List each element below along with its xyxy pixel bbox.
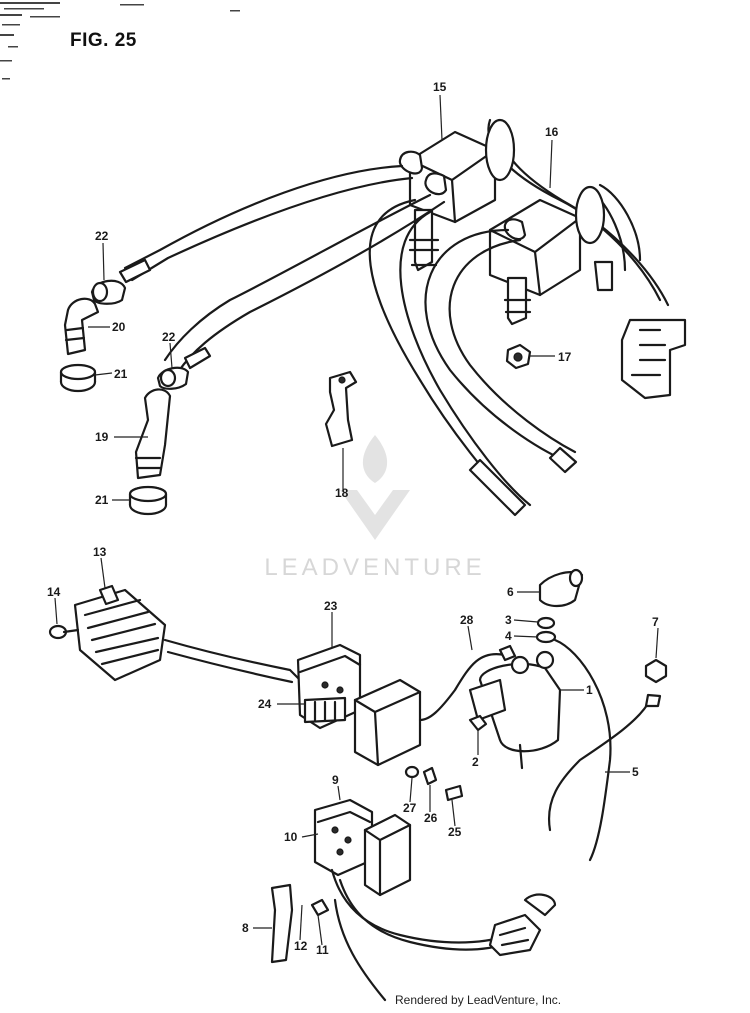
ignition-coil-15 xyxy=(398,130,497,272)
nut-3 xyxy=(536,616,556,630)
coil-connector xyxy=(620,318,687,400)
nut-7 xyxy=(644,658,668,684)
lead-wire-5 xyxy=(547,638,662,862)
callout-22-lower: 22 xyxy=(162,330,176,344)
plug-boot-20 xyxy=(63,297,100,356)
callout-22-upper: 22 xyxy=(95,229,109,243)
regulator-13 xyxy=(73,584,302,684)
callout-23: 23 xyxy=(324,599,338,613)
callout-10: 10 xyxy=(284,830,298,844)
connector-24 xyxy=(303,696,347,724)
leadventure-watermark: LEADVENTURE xyxy=(264,435,485,581)
nut-17 xyxy=(505,343,532,370)
callout-numbers: 15 16 22 20 21 22 19 21 17 18 13 14 23 2… xyxy=(47,80,659,957)
callout-3: 3 xyxy=(505,613,512,627)
bracket-8 xyxy=(270,883,294,964)
lead-wire-28 xyxy=(418,644,517,722)
callout-26: 26 xyxy=(424,811,438,825)
callout-16: 16 xyxy=(545,125,559,139)
callout-1: 1 xyxy=(586,683,593,697)
callout-19: 19 xyxy=(95,430,109,444)
callout-12: 12 xyxy=(294,939,308,953)
callout-4: 4 xyxy=(505,629,512,643)
figure-title: FIG. 25 xyxy=(70,30,137,51)
callout-14: 14 xyxy=(47,585,61,599)
callout-2: 2 xyxy=(472,755,479,769)
callout-17: 17 xyxy=(558,350,572,364)
bolt-11 xyxy=(310,898,330,917)
callout-6: 6 xyxy=(507,585,514,599)
callout-7: 7 xyxy=(652,615,659,629)
plug-cap-22-lower xyxy=(156,346,212,390)
callout-20: 20 xyxy=(112,320,126,334)
callout-leaders xyxy=(54,94,659,946)
washer-4 xyxy=(535,630,557,644)
starter-relay-box xyxy=(353,678,422,767)
bracket-18 xyxy=(324,370,358,448)
callout-11: 11 xyxy=(316,943,329,957)
callout-5: 5 xyxy=(632,765,639,779)
callout-25: 25 xyxy=(448,825,462,839)
terminal-cover-6 xyxy=(538,568,584,608)
callout-21-lower: 21 xyxy=(95,493,109,507)
plug-boot-19 xyxy=(134,388,172,480)
callout-15: 15 xyxy=(433,80,447,94)
callout-13: 13 xyxy=(93,545,107,559)
high-tension-leads xyxy=(123,118,670,517)
callout-24: 24 xyxy=(258,697,272,711)
control-unit xyxy=(363,813,412,897)
small-parts-25-27 xyxy=(404,765,464,802)
starter-solenoid-1 xyxy=(468,650,562,770)
callout-8: 8 xyxy=(242,921,249,935)
bolt-14 xyxy=(48,624,80,640)
rectifier-9 xyxy=(313,798,374,877)
bolt-2 xyxy=(468,714,488,732)
plug-cap-22-upper xyxy=(90,258,152,305)
flame-logo-icon xyxy=(362,435,388,483)
wiring-harness xyxy=(330,868,557,1002)
callout-27: 27 xyxy=(403,801,417,815)
callout-9: 9 xyxy=(332,773,339,787)
callout-18: 18 xyxy=(335,486,349,500)
callout-21-upper: 21 xyxy=(114,367,128,381)
seal-21-lower xyxy=(128,485,168,516)
seal-21-upper xyxy=(59,363,97,393)
scan-noise xyxy=(0,2,240,80)
callout-28: 28 xyxy=(460,613,474,627)
footer-credit: Rendered by LeadVenture, Inc. xyxy=(395,993,561,1007)
ignition-coil-16 xyxy=(488,198,614,326)
watermark-text: LEADVENTURE xyxy=(264,554,485,581)
